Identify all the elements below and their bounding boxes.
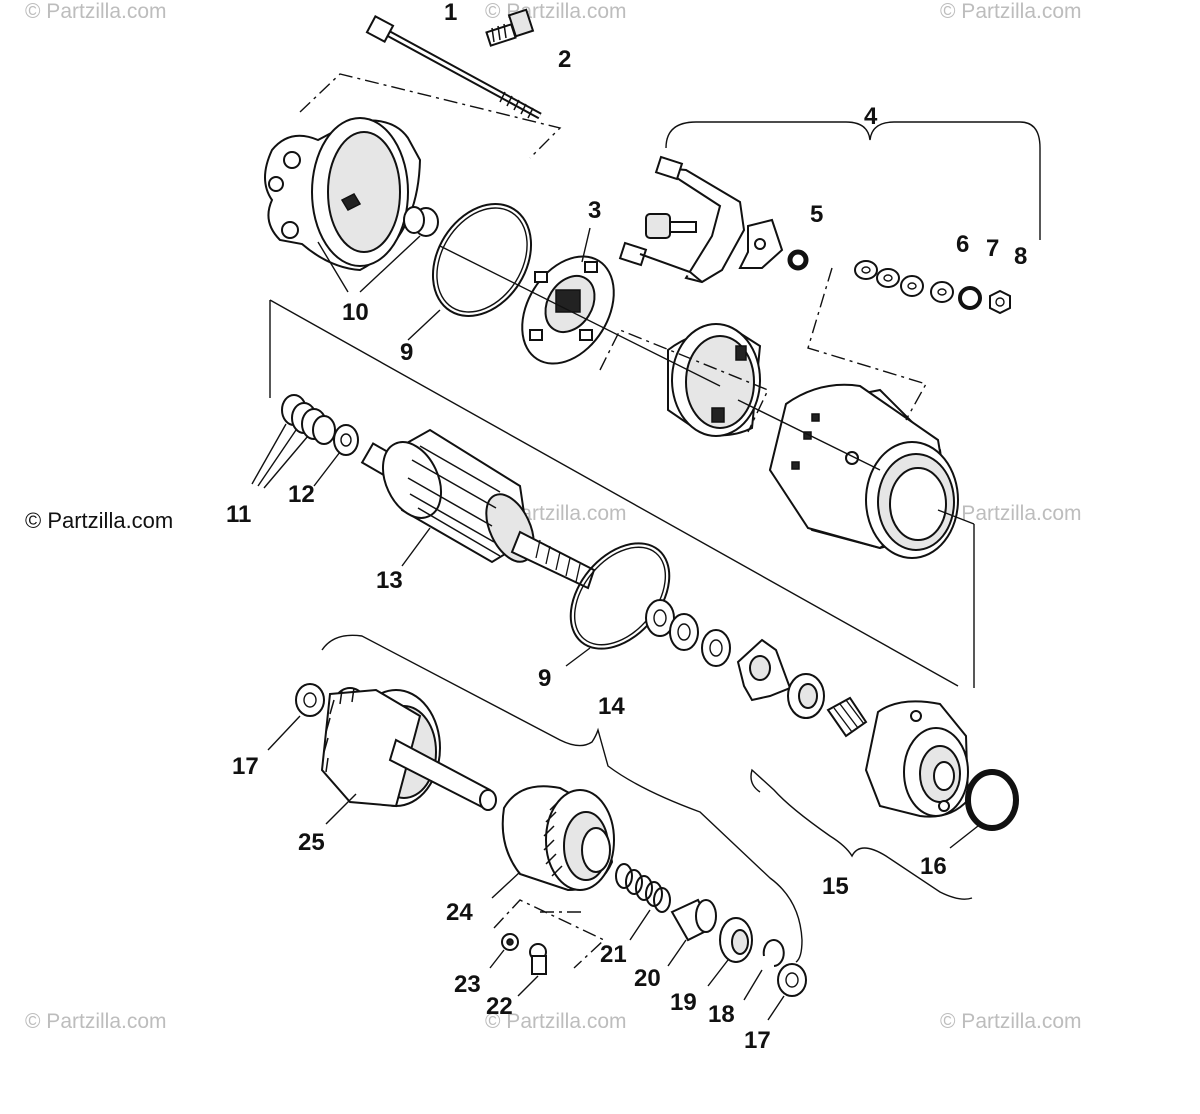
bushings-11 [281,394,336,445]
brush-plate [521,227,615,365]
callout-18: 18 [708,1001,735,1028]
assembly-lines [269,245,975,688]
retainer-lines [493,899,606,969]
callout-1: 1 [444,0,457,26]
callout-4: 4 [864,103,878,130]
callout-23: 23 [454,971,481,998]
pinion-shaft [320,687,497,825]
washer-17-upper [267,683,325,751]
o-ring-lower [565,542,671,667]
watermark-bottom-right: © Partzilla.com [940,1010,1082,1033]
through-bolt [365,15,542,120]
washer-5 [787,249,809,271]
bracket-15 [750,768,973,900]
callout-24: 24 [446,899,473,926]
callout-5: 5 [810,201,823,228]
callout-9-upper: 9 [400,339,413,366]
watermark-bottom-left: © Partzilla.com [25,1010,167,1033]
washer-17-lower [767,963,807,1021]
frame-ring [667,323,762,437]
callout-10: 10 [342,299,369,326]
callout-19: 19 [670,989,697,1016]
callout-22: 22 [486,993,513,1020]
o-ring-upper [407,203,533,341]
end-cover [264,117,439,272]
spring-21 [615,863,671,941]
o-ring-16 [949,769,1019,849]
collar-20 [667,898,717,967]
callout-25: 25 [298,829,325,856]
watermark-middle-right: © Partzilla.com [940,502,1082,525]
bearing [787,673,825,719]
small-bolt-22 [517,943,547,997]
callout-6: 6 [956,231,969,258]
callout-9-lower: 9 [538,665,551,692]
armature [360,428,596,590]
callout-14: 14 [598,693,625,720]
watermark-top-right: © Partzilla.com [940,0,1082,23]
brush-holder-set [618,155,784,284]
shim-washers [645,599,731,667]
small-screw [485,8,535,47]
callout-16: 16 [920,853,947,880]
watermark-top-left: © Partzilla.com [25,0,167,23]
needle-bearing [826,696,868,738]
front-housing [864,700,970,818]
end-cover-leaders [299,73,562,293]
lock-plate [736,638,792,702]
terminal-bolt [645,213,697,239]
bracket-14 [321,634,803,963]
bracket-4 [665,121,1041,240]
watermark-bottom-center: © Partzilla.com [485,1010,627,1033]
watermark-top-center: © Partzilla.com [485,0,627,23]
small-pin-23 [489,933,519,969]
watermark-left-dark: © Partzilla.com [25,508,173,533]
callout-labels: 1 2 3 4 5 6 7 8 9 9 10 11 12 13 14 15 16… [226,0,1027,1054]
washer-stack [854,260,1011,315]
callout-8: 8 [1014,243,1027,270]
callout-3: 3 [588,197,601,224]
callout-13: 13 [376,567,403,594]
callout-21: 21 [600,941,627,968]
callout-15: 15 [822,873,849,900]
washer-19 [707,917,753,987]
yoke-housing [768,383,959,559]
callout-11: 11 [226,501,251,528]
callout-20: 20 [634,965,661,992]
callout-7: 7 [986,235,999,262]
callout-17-upper: 17 [232,753,259,780]
overrunning-clutch [491,785,615,899]
callout-12: 12 [288,481,315,508]
callout-17-lower: 17 [744,1027,771,1054]
callout-2: 2 [558,46,571,73]
leaders-11-12 [251,423,341,489]
washer-12 [333,424,359,456]
circlip-18 [743,939,785,1001]
